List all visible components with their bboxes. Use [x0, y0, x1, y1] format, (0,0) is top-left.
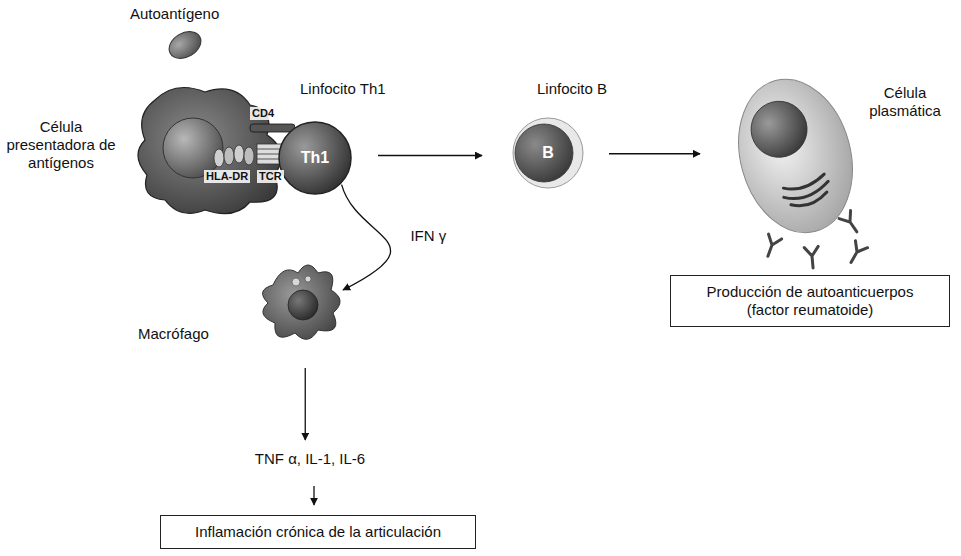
result-box: Producción de autoanticuerpos (factor re…	[670, 275, 950, 327]
label-slot: HLA-DR	[204, 170, 250, 183]
connector-arrow	[609, 153, 700, 154]
text-slot: Macrófago	[138, 325, 209, 343]
cell-name: Macrófago	[138, 325, 209, 343]
cell-body	[730, 72, 860, 237]
label-slot: TCR	[257, 170, 284, 183]
edge-label: IFN γ	[407, 227, 449, 245]
box-text: Producción de autoanticuerpos (factor re…	[695, 283, 925, 319]
cell-body	[253, 255, 348, 350]
antibody-symbol	[761, 234, 781, 259]
molecule-label: CD4	[250, 107, 276, 120]
th1-lymphocyte: Th1 Linfocito Th1	[275, 80, 425, 200]
cell-body: B	[512, 117, 584, 189]
molecule-label: HLA-DR	[204, 170, 250, 183]
plasma-cell-drawing	[730, 72, 860, 237]
text-slot: Célula presentadora de antígenos	[5, 118, 117, 172]
connector-arrow	[342, 185, 391, 290]
box-text: Inflamación crónica de la articulación	[185, 523, 451, 541]
result-box: Inflamación crónica de la articulación	[160, 515, 476, 549]
cell-name: Linfocito Th1	[300, 80, 386, 98]
antibody-symbol	[839, 211, 863, 236]
plasma-cell: Célula plasmática	[725, 72, 955, 242]
antibody-symbol	[804, 246, 820, 268]
molecule-label: TCR	[257, 170, 284, 183]
connector-arrow	[378, 155, 482, 156]
cell-body: Th1	[277, 120, 353, 196]
text-slot: Linfocito B	[537, 80, 607, 98]
cytokine-list: TNF α, IL-1, IL-6	[230, 450, 390, 468]
antigen-presenting-cell: Célula presentadora de antígenos	[5, 80, 295, 220]
text-slot: Linfocito Th1	[300, 80, 386, 98]
connector-arrow	[313, 486, 314, 505]
cell-name: Linfocito B	[537, 80, 607, 98]
macrophage-drawing	[253, 255, 348, 350]
macrophage: Macrófago	[138, 255, 350, 352]
cell-symbol: B	[542, 144, 554, 162]
label-slot: CD4	[250, 107, 276, 120]
cell-name: Célula plasmática	[860, 84, 950, 120]
connector-arrow	[305, 368, 306, 440]
label-slot: Autoantígeno	[130, 5, 219, 23]
b-lymphocyte: B Linfocito B	[505, 80, 630, 200]
label-slot: IFN γ	[407, 227, 449, 245]
autoantigen-particle	[164, 26, 205, 64]
text-slot: Célula plasmática	[860, 84, 950, 120]
cytokine-text: TNF α, IL-1, IL-6	[230, 450, 390, 468]
antigen-label: Autoantígeno	[130, 5, 219, 23]
cell-symbol: Th1	[301, 149, 329, 167]
cell-name: Célula presentadora de antígenos	[5, 118, 117, 172]
antibody-symbol	[845, 241, 868, 266]
